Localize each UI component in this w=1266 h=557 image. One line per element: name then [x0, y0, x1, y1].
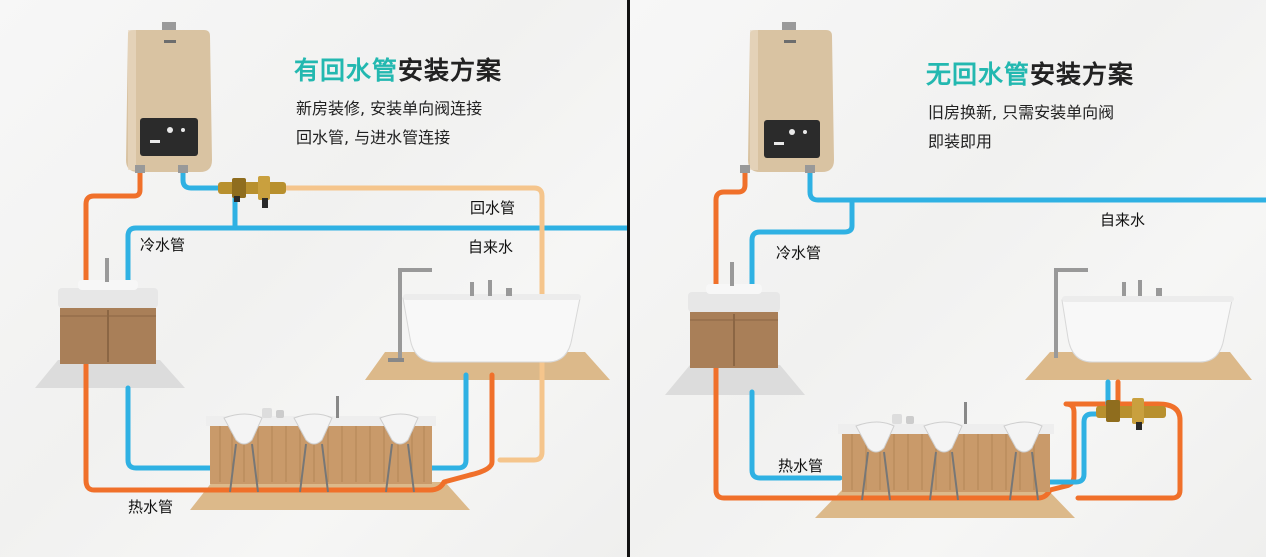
kitchen-island — [838, 402, 1054, 501]
kitchen-platform — [815, 490, 1075, 518]
right-title-highlight: 无回水管 — [926, 60, 1031, 89]
left-title-rest: 安装方案 — [398, 56, 503, 85]
tap-water-pipe — [125, 225, 627, 288]
tap-water-pipe — [807, 167, 1266, 203]
heater-control-panel — [764, 120, 820, 158]
left-desc-line1: 新房装修, 安装单向阀连接 — [296, 99, 483, 118]
right-illustration — [665, 22, 1266, 518]
heater-control-panel — [140, 118, 198, 156]
sink-countertop — [665, 365, 805, 395]
left-title: 有回水管安装方案 — [294, 51, 502, 87]
kitchen-island — [206, 396, 436, 493]
right-title: 无回水管安装方案 — [926, 55, 1134, 91]
left-panel-with-return-pipe: 有回水管安装方案 新房装修, 安装单向阀连接 回水管, 与进水管连接 回水管 自… — [0, 0, 627, 557]
left-label-hot-pipe: 热水管 — [128, 498, 174, 516]
cold-water-to-kitchen-pipe — [749, 389, 843, 481]
hot-water-pipe — [83, 167, 495, 493]
left-title-highlight: 有回水管 — [294, 56, 399, 85]
bathtub — [388, 268, 581, 363]
water-heater — [740, 22, 834, 173]
sink-countertop — [35, 360, 185, 388]
right-panel-without-return-pipe: 无回水管安装方案 旧房换新, 只需安装单向阀 即装即用 自来水 冷水管 热水管 — [630, 0, 1266, 557]
right-title-rest: 安装方案 — [1030, 60, 1135, 89]
kitchen-platform — [190, 482, 470, 510]
hot-water-pipe — [713, 167, 1183, 501]
right-desc-line1: 旧房换新, 只需安装单向阀 — [928, 103, 1115, 122]
right-label-hot-pipe: 热水管 — [778, 457, 824, 475]
sink-cabinet — [688, 262, 780, 368]
panel-divider — [627, 0, 630, 557]
left-description: 新房装修, 安装单向阀连接 回水管, 与进水管连接 — [296, 94, 482, 152]
bathtub — [1054, 268, 1234, 363]
check-valve — [1096, 398, 1166, 430]
left-label-cold-pipe: 冷水管 — [140, 236, 186, 254]
left-label-return-pipe: 回水管 — [470, 199, 516, 217]
left-label-tap-water: 自来水 — [468, 238, 514, 256]
check-valve — [218, 176, 286, 208]
cold-water-to-kitchen-pipe — [125, 385, 213, 471]
cold-water-pipe — [749, 197, 855, 293]
left-illustration — [35, 22, 627, 510]
right-desc-line2: 即装即用 — [928, 132, 993, 151]
sink-cabinet — [58, 258, 158, 364]
cold-water-to-valve-pipe — [1045, 411, 1103, 485]
right-label-tap-water: 自来水 — [1100, 211, 1146, 229]
right-description: 旧房换新, 只需安装单向阀 即装即用 — [928, 98, 1114, 156]
heater-inlet-pipe — [180, 167, 238, 231]
pipes — [713, 167, 1266, 501]
cold-water-to-bathtub-pipe — [425, 372, 469, 471]
left-desc-line2: 回水管, 与进水管连接 — [296, 128, 451, 147]
water-heater — [126, 22, 212, 173]
right-label-cold-pipe: 冷水管 — [776, 244, 822, 262]
